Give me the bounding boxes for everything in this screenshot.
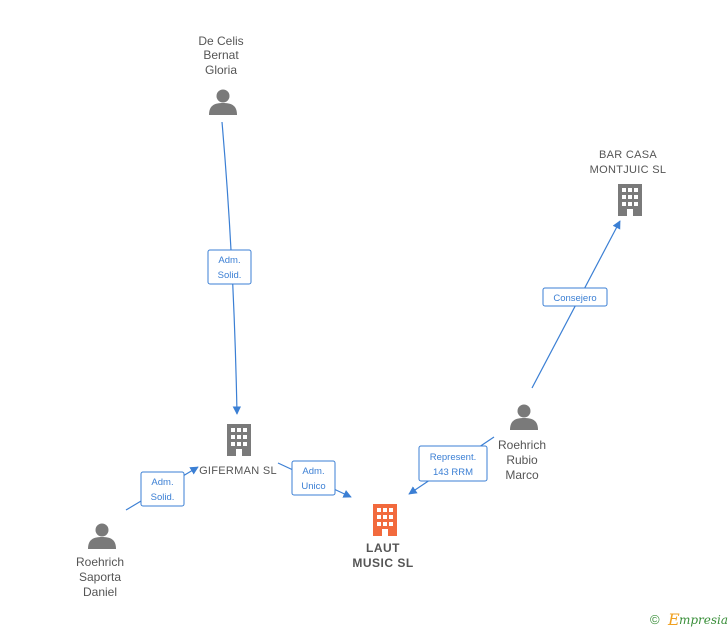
brand-logo-text: mpresia [679, 613, 728, 627]
edge-label-line-2: 143 RRM [433, 467, 473, 478]
node-label-line-1: BAR CASA [599, 149, 657, 161]
node-laut-music[interactable]: LAUT MUSIC SL [352, 504, 413, 570]
node-label-line-1: LAUT [366, 541, 400, 555]
edge-label-box [542, 287, 608, 307]
node-label-line-3: Gloria [205, 63, 237, 77]
node-label-line-2: MONTJUIC SL [590, 164, 667, 176]
edge-decelis-giferman: Adm. Solid. [207, 121, 252, 415]
edge-label-line-1: Adm. [151, 477, 173, 488]
node-label-line-1: Roehrich [76, 555, 124, 569]
person-icon [510, 404, 538, 430]
node-label-line-1: GIFERMAN SL [199, 465, 277, 477]
edge-saporta-giferman: Adm. Solid. [125, 466, 199, 511]
person-icon [88, 523, 116, 549]
edge-label-box [140, 471, 185, 507]
node-label-line-2: MUSIC SL [352, 556, 413, 570]
edge-label-line-1: Represent. [430, 452, 476, 463]
edge-label-line-1: Consejero [553, 293, 596, 304]
brand-footer[interactable]: © E mpresia [650, 610, 728, 629]
building-icon [373, 504, 397, 536]
node-roehrich-rubio[interactable]: Roehrich Rubio Marco [498, 404, 546, 483]
copyright-icon: © [650, 612, 660, 627]
node-bar-casa-montjuic[interactable]: BAR CASA MONTJUIC SL [590, 149, 667, 216]
node-label-line-3: Marco [505, 468, 539, 482]
edge-rubio-barcasa: Consejero [531, 220, 621, 389]
node-giferman[interactable]: GIFERMAN SL [199, 424, 277, 477]
edge-label-line-2: Unico [301, 481, 325, 492]
node-de-celis[interactable]: De Celis Bernat Gloria [198, 34, 244, 115]
edge-label-box [418, 445, 488, 482]
building-icon [227, 424, 251, 456]
edge-label-box [291, 460, 336, 496]
node-roehrich-saporta[interactable]: Roehrich Saporta Daniel [76, 523, 124, 600]
edge-rubio-laut: Represent. 143 RRM [408, 436, 495, 495]
building-icon [618, 184, 642, 216]
person-icon [209, 89, 237, 115]
node-label-line-1: De Celis [198, 34, 243, 48]
edge-label-line-1: Adm. [218, 255, 240, 266]
node-label-line-3: Daniel [83, 585, 117, 599]
edge-label-line-2: Solid. [151, 492, 175, 503]
node-label-line-2: Saporta [79, 570, 121, 584]
node-label-line-1: Roehrich [498, 438, 546, 452]
edge-label-line-1: Adm. [302, 466, 324, 477]
edge-giferman-laut: Adm. Unico [277, 460, 352, 498]
edge-label-box [207, 249, 252, 285]
edge-label-line-2: Solid. [218, 270, 242, 281]
node-label-line-2: Rubio [506, 453, 538, 467]
node-label-line-2: Bernat [203, 48, 239, 62]
brand-logo-initial: E [667, 610, 680, 629]
